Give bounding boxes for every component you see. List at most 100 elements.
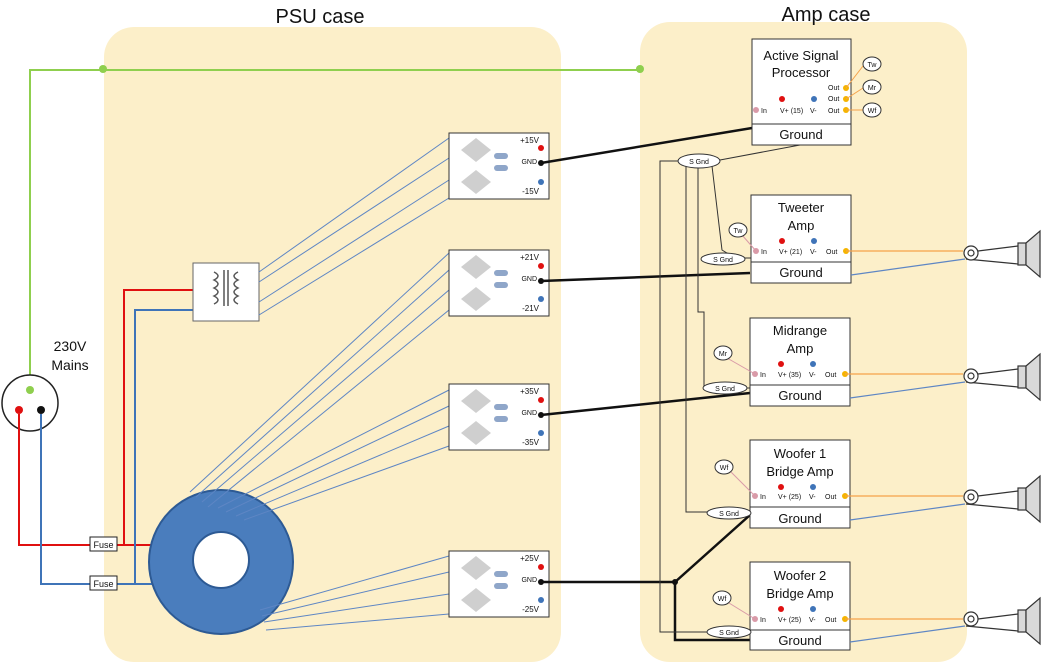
svg-text:V-: V- [809,372,816,379]
svg-text:S Gnd: S Gnd [715,386,735,393]
svg-text:V+ (35): V+ (35) [778,372,801,379]
processor-out2-label: Out [828,96,839,103]
star-ground-label: S Gnd [689,159,709,166]
svg-text:In: In [760,617,766,624]
svg-text:Ground: Ground [778,633,821,648]
processor-output-tags: Tw Mr Wf [862,56,882,118]
speaker-connectors [963,245,979,627]
earth-junction [99,65,107,73]
svg-text:Mr: Mr [719,351,728,358]
svg-text:V+ (25): V+ (25) [778,617,801,624]
svg-text:Amp: Amp [788,218,815,233]
svg-text:V-: V- [809,617,816,624]
rail-35-pos-label: +35V [520,387,540,396]
active-signal-processor: Active Signal Processor Ground In V+ (15… [751,38,852,146]
woofer1-bridge-amp: Woofer 1 Bridge Amp Ground In V+ (25) V-… [749,439,851,529]
rail-25-pos-label: +25V [520,554,540,563]
tweeter-amp: Tweeter Amp Ground In V+ (21) V- Out [750,194,852,284]
earth-junction-amp [636,65,644,73]
mains-earth-pin [26,386,34,394]
fuse-live-label: Fuse [93,540,113,550]
fuse-live [89,536,118,552]
mains-label-line1: 230V [54,338,87,354]
svg-text:Wf: Wf [718,596,727,603]
mains-socket [1,374,59,432]
amp-input-tags: Tw Mr Wf Wf [712,222,748,606]
rail-21-pos-label: +21V [520,253,540,262]
svg-text:Out: Out [825,494,836,501]
processor-title-line2: Processor [772,65,831,80]
ground-junction [672,579,678,585]
rail-35-gnd-label: GND [521,410,537,417]
svg-text:V+ (25): V+ (25) [778,494,801,501]
processor-out3-label: Out [828,108,839,115]
svg-text:V-: V- [810,249,817,256]
processor-in-label: In [761,108,767,115]
svg-text:Wf: Wf [720,465,729,472]
svg-text:Midrange: Midrange [773,323,827,338]
rail-21-neg-label: -21V [522,304,540,313]
svg-text:Amp: Amp [787,341,814,356]
signal-ground-wiring [659,144,801,633]
svg-text:Tw: Tw [868,62,878,69]
processor-ground-label: Ground [779,127,822,142]
svg-text:Ground: Ground [779,265,822,280]
rail-board-21: +21V GND -21V [448,249,550,317]
svg-text:Out: Out [825,617,836,624]
fuse-neutral-label: Fuse [93,579,113,589]
midrange-amp: Midrange Amp Ground In V+ (35) V- Out [749,317,851,407]
processor-title-line1: Active Signal [763,48,838,63]
speaker-icon [1017,352,1041,402]
svg-text:Wf: Wf [868,108,877,115]
svg-text:In: In [760,372,766,379]
rail-25-neg-label: -25V [522,605,540,614]
rail-board-15: +15V GND -15V [448,132,550,200]
processor-out1-label: Out [828,85,839,92]
aux-transformer [192,262,260,322]
svg-text:Mr: Mr [868,85,877,92]
ground-wires [540,126,753,642]
svg-text:S Gnd: S Gnd [719,630,739,637]
amp-signal-ground-nodes: S Gnd S Gnd S Gnd S Gnd [700,252,752,639]
svg-text:S Gnd: S Gnd [713,257,733,264]
rail-board-35: +35V GND -35V [448,383,550,451]
mains-label-line2: Mains [51,357,88,373]
mains-neutral-pin [37,406,45,414]
rail-15-gnd-label: GND [521,159,537,166]
svg-text:In: In [760,494,766,501]
speaker-icon [1017,596,1041,646]
rail-15-neg-label: -15V [522,187,540,196]
svg-text:S Gnd: S Gnd [719,511,739,518]
amp-input-leads [726,234,757,620]
svg-text:V-: V- [809,494,816,501]
svg-text:Woofer 1: Woofer 1 [774,446,827,461]
svg-text:Bridge Amp: Bridge Amp [766,586,833,601]
psu-case-title: PSU case [276,6,365,28]
earth-wire [29,69,640,388]
rail-board-25: +25V GND -25V [448,550,550,618]
svg-text:Ground: Ground [778,511,821,526]
svg-text:Tweeter: Tweeter [778,200,825,215]
star-ground-node [677,153,721,169]
svg-text:Out: Out [825,372,836,379]
speaker-icon [1017,229,1041,279]
svg-text:In: In [761,249,767,256]
neutral-wire-to-transformer [134,309,196,584]
svg-text:Tw: Tw [734,228,744,235]
processor-vplus-label: V+ (15) [780,108,803,115]
rail-15-pos-label: +15V [520,136,540,145]
processor-vminus-label: V- [810,108,817,115]
live-wire-to-transformer [123,289,196,545]
svg-text:Bridge Amp: Bridge Amp [766,464,833,479]
amp-case-title: Amp case [782,4,871,26]
speaker-icon [1017,474,1041,524]
svg-text:Ground: Ground [778,388,821,403]
processor-output-wires [845,65,864,111]
mains-live-pin [15,406,23,414]
svg-text:Out: Out [826,249,837,256]
svg-text:V+ (21): V+ (21) [779,249,802,256]
speaker-output-wires [845,245,1019,643]
rail-21-gnd-label: GND [521,276,537,283]
